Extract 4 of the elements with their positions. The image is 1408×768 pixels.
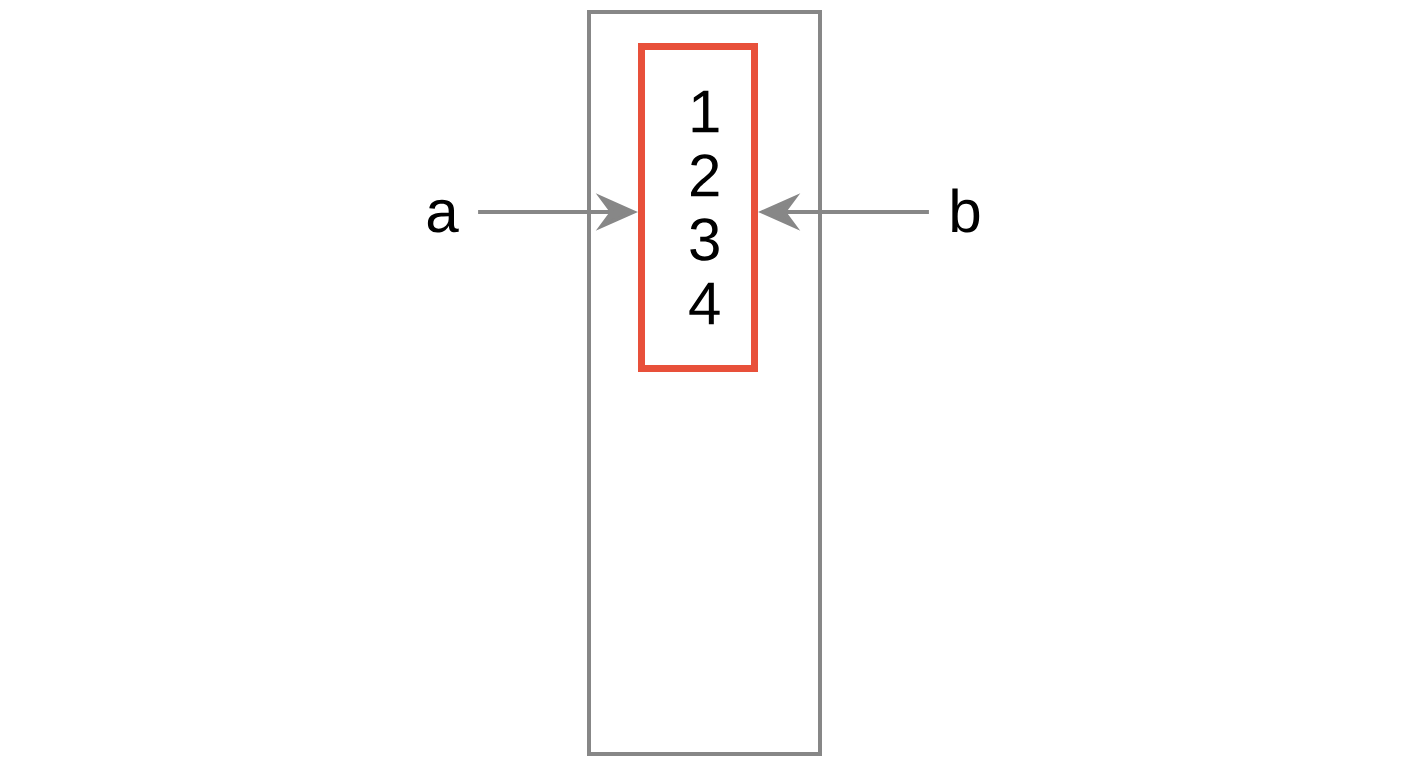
highlight-box: 1 2 3 4 <box>638 43 758 372</box>
container-box <box>587 10 822 756</box>
letter-label: a <box>427 199 459 233</box>
letter-label: b <box>952 188 980 233</box>
